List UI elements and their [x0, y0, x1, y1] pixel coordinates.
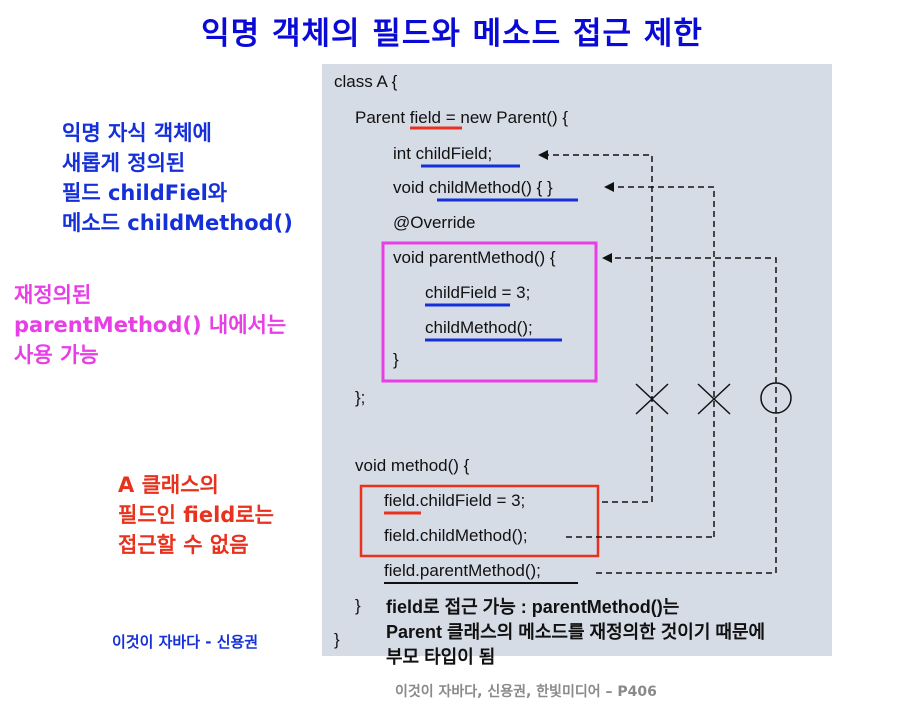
- note-line: A 클래스의: [118, 473, 219, 497]
- code-line-assign-child-field: childField = 3;: [425, 283, 531, 302]
- code-line-field-decl: Parent field = new Parent() {: [355, 108, 569, 127]
- author-label: 이것이 자바다 - 신용권: [112, 633, 259, 651]
- override-method-box: [381, 241, 598, 383]
- code-line-close-method: }: [393, 350, 399, 369]
- note-line: 새롭게 정의된: [62, 151, 186, 175]
- o-mark-parent-method: [760, 382, 792, 414]
- code-line-class: class A {: [334, 72, 398, 91]
- note-line: field로 접근 가능 : parentMethod()는: [386, 597, 680, 617]
- note-parent-method-access: field로 접근 가능 : parentMethod()는 Parent 클래…: [386, 595, 765, 670]
- source-citation: 이것이 자바다, 신용권, 한빛미디어 – P406: [395, 684, 657, 700]
- code-line-field-child-field: field.childField = 3;: [384, 491, 526, 510]
- code-line-close-class: }: [334, 630, 340, 649]
- code-line-call-child-method: childMethod();: [425, 318, 533, 337]
- note-line: parentMethod() 내에서는: [14, 313, 287, 337]
- note-line: 메소드 childMethod(): [62, 211, 293, 235]
- child-field-access-arrow: [538, 150, 653, 502]
- code-line-close-anon: };: [355, 388, 366, 407]
- code-line-close-method-2: }: [355, 596, 361, 615]
- note-line: 부모 타입이 됨: [386, 647, 496, 667]
- note-line: 재정의된: [14, 283, 92, 307]
- note-child-members: 익명 자식 객체에 새롭게 정의된 필드 childFiel와 메소드 chil…: [62, 118, 293, 238]
- note-line: 사용 가능: [14, 343, 99, 367]
- note-line: 필드 childFiel와: [62, 181, 228, 205]
- parent-method-access-arrow: [602, 253, 777, 573]
- x-mark-child-method: [697, 383, 731, 415]
- page-title: 익명 객체의 필드와 메소드 접근 제한: [201, 16, 703, 52]
- code-line-field-child-method: field.childMethod();: [384, 526, 528, 545]
- x-mark-child-field: [635, 383, 669, 415]
- code-line-parent-method: void parentMethod() {: [393, 248, 556, 267]
- note-no-access: A 클래스의 필드인 field로는 접근할 수 없음: [118, 470, 274, 560]
- note-override: 재정의된 parentMethod() 내에서는 사용 가능: [14, 280, 286, 370]
- code-line-override: @Override: [393, 213, 476, 232]
- child-method-access-arrow: [604, 182, 715, 537]
- code-line-field-parent-method: field.parentMethod();: [384, 561, 541, 580]
- code-line-child-method: void childMethod() { }: [393, 178, 553, 197]
- note-line: 익명 자식 객체에: [62, 121, 212, 145]
- note-line: Parent 클래스의 메소드를 재정의한 것이기 때문에: [386, 622, 766, 642]
- code-line-method-decl: void method() {: [355, 456, 470, 475]
- note-line: 필드인 field로는: [118, 503, 274, 527]
- code-line-child-field: int childField;: [393, 144, 493, 163]
- code-panel: [322, 64, 832, 656]
- no-access-box: [359, 484, 600, 558]
- note-line: 접근할 수 없음: [118, 533, 249, 557]
